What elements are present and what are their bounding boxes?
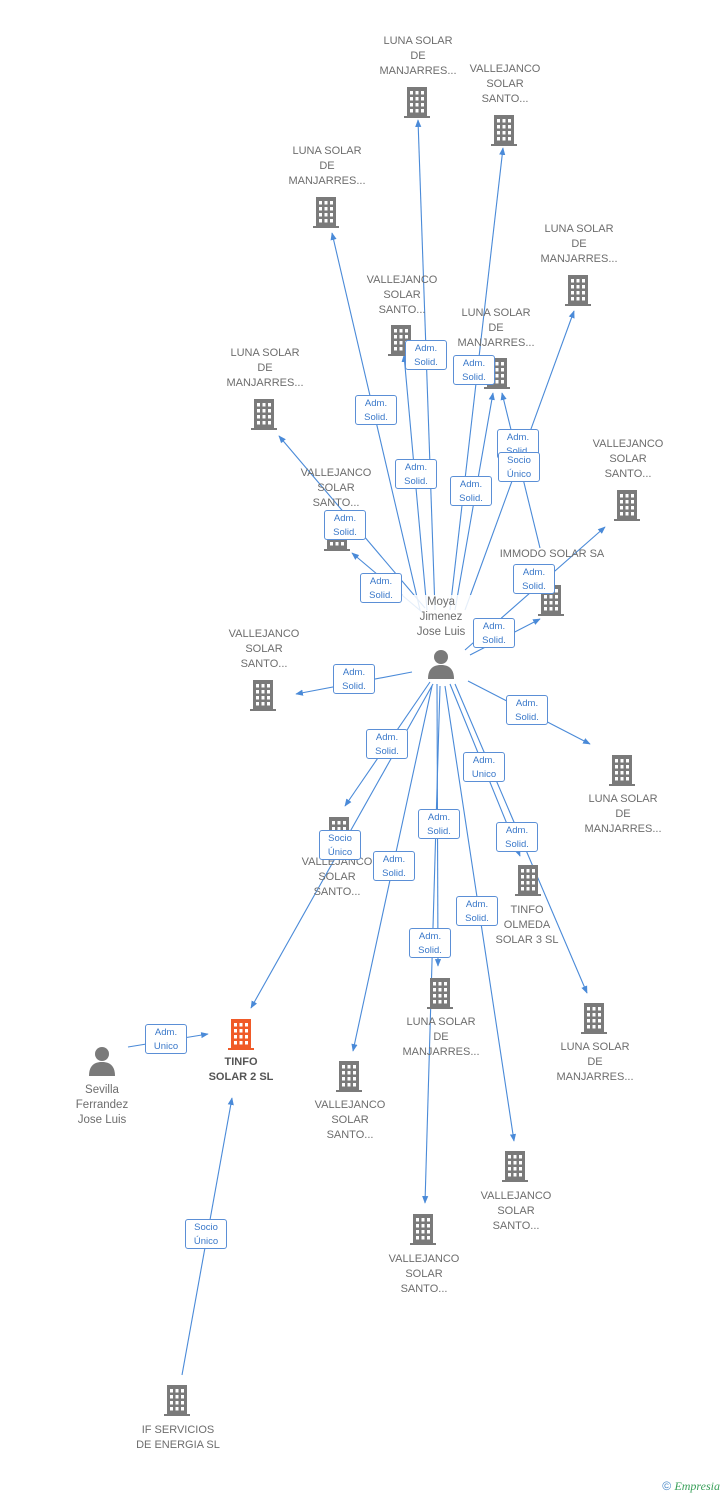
building-icon[interactable] <box>580 1001 608 1040</box>
node-label: VALLEJANCO SOLAR SANTO... <box>469 63 541 105</box>
building-icon[interactable] <box>490 113 518 152</box>
building-icon[interactable] <box>335 1059 363 1098</box>
company-node[interactable]: VALLEJANCO SOLAR SANTO... <box>277 855 397 900</box>
building-icon[interactable] <box>403 85 431 124</box>
footer-brand[interactable]: © Empresia <box>662 1479 720 1494</box>
relation-badge[interactable]: Socio Único <box>498 452 540 482</box>
building-icon[interactable] <box>514 863 542 902</box>
relation-badge[interactable]: Adm. Solid. <box>513 564 555 594</box>
relation-badge[interactable]: Adm. Solid. <box>453 355 495 385</box>
node-label: VALLEJANCO SOLAR SANTO... <box>301 856 373 898</box>
node-label: VALLEJANCO SOLAR SANTO... <box>480 1190 552 1232</box>
company-node[interactable]: VALLEJANCO SOLAR SANTO... <box>204 627 324 672</box>
company-node[interactable]: VALLEJANCO SOLAR SANTO... <box>568 437 688 482</box>
relation-badge[interactable]: Socio Único <box>319 830 361 860</box>
relation-badge[interactable]: Adm. Solid. <box>473 618 515 648</box>
node-label: LUNA SOLAR DE MANJARRES... <box>556 1041 634 1083</box>
node-label: LUNA SOLAR DE MANJARRES... <box>402 1016 480 1058</box>
company-node[interactable]: LUNA SOLAR DE MANJARRES... <box>358 34 478 79</box>
relation-badge[interactable]: Adm. Solid. <box>496 822 538 852</box>
node-label: IF SERVICIOS DE ENERGIA SL <box>136 1424 220 1451</box>
node-label: LUNA SOLAR DE MANJARRES... <box>457 307 535 349</box>
relation-badge[interactable]: Adm. Solid. <box>355 395 397 425</box>
focus-company-node[interactable]: TINFO SOLAR 2 SL <box>181 1055 301 1085</box>
building-icon[interactable] <box>227 1017 255 1056</box>
company-node[interactable]: TINFO OLMEDA SOLAR 3 SL <box>467 903 587 948</box>
node-label: VALLEJANCO SOLAR SANTO... <box>228 628 300 670</box>
company-node[interactable]: VALLEJANCO SOLAR SANTO... <box>342 273 462 318</box>
company-node[interactable]: LUNA SOLAR DE MANJARRES... <box>267 144 387 189</box>
company-node[interactable]: VALLEJANCO SOLAR SANTO... <box>276 466 396 511</box>
relation-badge[interactable]: Adm. Solid. <box>360 573 402 603</box>
building-icon[interactable] <box>613 488 641 527</box>
company-node[interactable]: VALLEJANCO SOLAR SANTO... <box>364 1252 484 1297</box>
building-icon[interactable] <box>250 397 278 436</box>
person-icon[interactable] <box>87 1045 117 1082</box>
person-node[interactable]: Sevilla Ferrandez Jose Luis <box>42 1083 162 1128</box>
node-label: VALLEJANCO SOLAR SANTO... <box>300 467 372 509</box>
node-label: LUNA SOLAR DE MANJARRES... <box>379 35 457 77</box>
relation-badge[interactable]: Adm. Unico <box>145 1024 187 1054</box>
relation-badge[interactable]: Adm. Solid. <box>333 664 375 694</box>
relation-badge[interactable]: Adm. Solid. <box>366 729 408 759</box>
company-node[interactable]: IMMODO SOLAR SA <box>492 547 612 562</box>
relation-badge[interactable]: Adm. Solid. <box>409 928 451 958</box>
company-node[interactable]: LUNA SOLAR DE MANJARRES... <box>381 1015 501 1060</box>
company-node[interactable]: LUNA SOLAR DE MANJARRES... <box>535 1040 655 1085</box>
node-label: VALLEJANCO SOLAR SANTO... <box>388 1253 460 1295</box>
company-node[interactable]: IF SERVICIOS DE ENERGIA SL <box>118 1423 238 1453</box>
brand-logo-text: Empresia <box>674 1479 720 1493</box>
node-label: Sevilla Ferrandez Jose Luis <box>75 1084 129 1126</box>
company-node[interactable]: LUNA SOLAR DE MANJARRES... <box>519 222 639 267</box>
node-label: LUNA SOLAR DE MANJARRES... <box>540 223 618 265</box>
node-label: VALLEJANCO SOLAR SANTO... <box>366 274 438 316</box>
node-label: IMMODO SOLAR SA <box>499 548 605 560</box>
company-node[interactable]: VALLEJANCO SOLAR SANTO... <box>445 62 565 107</box>
building-icon[interactable] <box>163 1383 191 1422</box>
node-label: LUNA SOLAR DE MANJARRES... <box>288 145 366 187</box>
building-icon[interactable] <box>409 1212 437 1251</box>
company-node[interactable]: LUNA SOLAR DE MANJARRES... <box>563 792 683 837</box>
node-label: TINFO OLMEDA SOLAR 3 SL <box>495 904 559 946</box>
relation-badge[interactable]: Adm. Solid. <box>405 340 447 370</box>
building-icon[interactable] <box>249 678 277 717</box>
relation-badge[interactable]: Adm. Solid. <box>506 695 548 725</box>
company-node[interactable]: VALLEJANCO SOLAR SANTO... <box>456 1189 576 1234</box>
node-label: VALLEJANCO SOLAR SANTO... <box>592 438 664 480</box>
relation-badge[interactable]: Adm. Solid. <box>450 476 492 506</box>
relation-badge[interactable]: Adm. Solid. <box>373 851 415 881</box>
relation-badge[interactable]: Adm. Solid. <box>418 809 460 839</box>
person-icon[interactable] <box>426 648 456 685</box>
company-node[interactable]: VALLEJANCO SOLAR SANTO... <box>290 1098 410 1143</box>
relation-badge[interactable]: Socio Único <box>185 1219 227 1249</box>
node-label: TINFO SOLAR 2 SL <box>208 1056 274 1083</box>
company-node[interactable]: LUNA SOLAR DE MANJARRES... <box>436 306 556 351</box>
relation-badge[interactable]: Adm. Unico <box>463 752 505 782</box>
relation-badge[interactable]: Adm. Solid. <box>324 510 366 540</box>
copyright-icon: © <box>662 1479 672 1493</box>
building-icon[interactable] <box>426 976 454 1015</box>
company-node[interactable]: LUNA SOLAR DE MANJARRES... <box>205 346 325 391</box>
building-icon[interactable] <box>564 273 592 312</box>
building-icon[interactable] <box>608 753 636 792</box>
node-label: LUNA SOLAR DE MANJARRES... <box>584 793 662 835</box>
building-icon[interactable] <box>312 195 340 234</box>
relation-badge[interactable]: Adm. Solid. <box>395 459 437 489</box>
relation-badge[interactable]: Adm. Solid. <box>456 896 498 926</box>
building-icon[interactable] <box>501 1149 529 1188</box>
node-label: LUNA SOLAR DE MANJARRES... <box>226 347 304 389</box>
node-label: VALLEJANCO SOLAR SANTO... <box>314 1099 386 1141</box>
